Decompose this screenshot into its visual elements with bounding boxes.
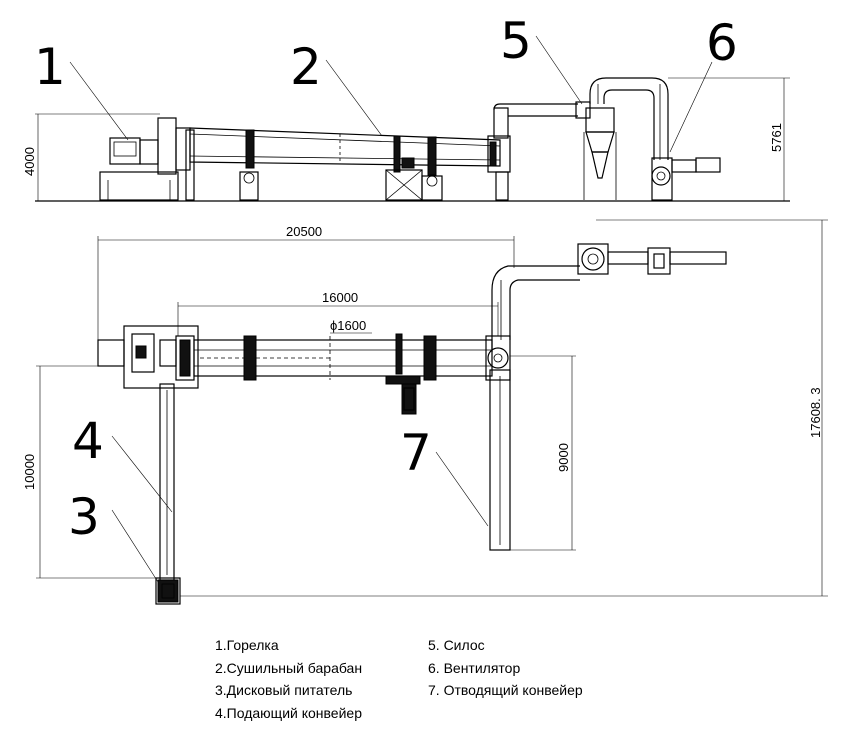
legend-item-burner: 1.Горелка xyxy=(215,637,279,653)
feed-conveyor-plan xyxy=(155,383,181,605)
duct-elevation xyxy=(493,103,578,139)
dim-5761-label: 5761 xyxy=(769,123,784,152)
dim-4000-label: 4000 xyxy=(22,147,37,176)
callout-leaders xyxy=(69,35,713,583)
burner-elevation xyxy=(99,117,195,201)
legend-item-discharge-conveyor: 7. Отводящий конвейер xyxy=(428,682,583,698)
elevation-view: 4000 5761 xyxy=(22,77,790,202)
dim-9000-label: 9000 xyxy=(556,443,571,472)
silo-elevation xyxy=(575,101,617,200)
dim-diameter-label: ϕ1600 xyxy=(330,318,366,333)
callout-numbers: 1 2 5 6 4 3 7 xyxy=(34,12,738,546)
dim-5761: 5761 xyxy=(668,77,790,201)
callout-4: 4 xyxy=(72,412,104,470)
drive-plan xyxy=(385,375,421,415)
dim-diameter: ϕ1600 xyxy=(330,318,372,334)
legend-item-feed-conveyor: 4.Подающий конвейер xyxy=(215,704,362,721)
dim-16000-label: 16000 xyxy=(322,290,358,305)
drum-plan xyxy=(193,333,511,381)
dim-16000: 16000 xyxy=(177,290,499,336)
callout-1: 1 xyxy=(34,38,66,96)
dim-20500-label: 20500 xyxy=(286,224,322,239)
fan-duct-elevation xyxy=(589,77,669,160)
drum-elevation xyxy=(189,127,511,201)
callout-6: 6 xyxy=(706,14,738,72)
legend-item-disc-feeder: 3.Дисковый питатель xyxy=(215,682,353,698)
dim-4000: 4000 xyxy=(22,113,160,201)
legend-right: 5. Силос 6. Вентилятор 7. Отводящий конв… xyxy=(428,634,583,702)
legend-item-silo: 5. Силос xyxy=(428,637,485,653)
plan-view: 20500 16000 ϕ1600 10000 9000 xyxy=(22,219,828,605)
dim-20500: 20500 xyxy=(97,224,515,340)
dim-10000: 10000 xyxy=(22,365,158,579)
dim-9000: 9000 xyxy=(510,355,576,551)
dim-17608-label: 17608. 3 xyxy=(808,387,823,438)
legend-item-fan: 6. Вентилятор xyxy=(428,659,521,676)
callout-3: 3 xyxy=(68,488,100,546)
discharge-conveyor-plan xyxy=(489,265,580,551)
fan-elevation xyxy=(651,157,721,201)
legend-item-drum: 2.Сушильный барабан xyxy=(215,659,363,676)
dim-10000-label: 10000 xyxy=(22,454,37,490)
callout-5: 5 xyxy=(500,12,532,70)
fan-plan xyxy=(577,243,727,275)
burner-plan xyxy=(97,325,199,389)
callout-2: 2 xyxy=(290,38,322,96)
callout-7: 7 xyxy=(400,424,432,482)
dim-17608: 17608. 3 xyxy=(180,219,828,597)
legend-left: 1.Горелка 2.Сушильный барабан 3.Дисковый… xyxy=(215,634,362,724)
